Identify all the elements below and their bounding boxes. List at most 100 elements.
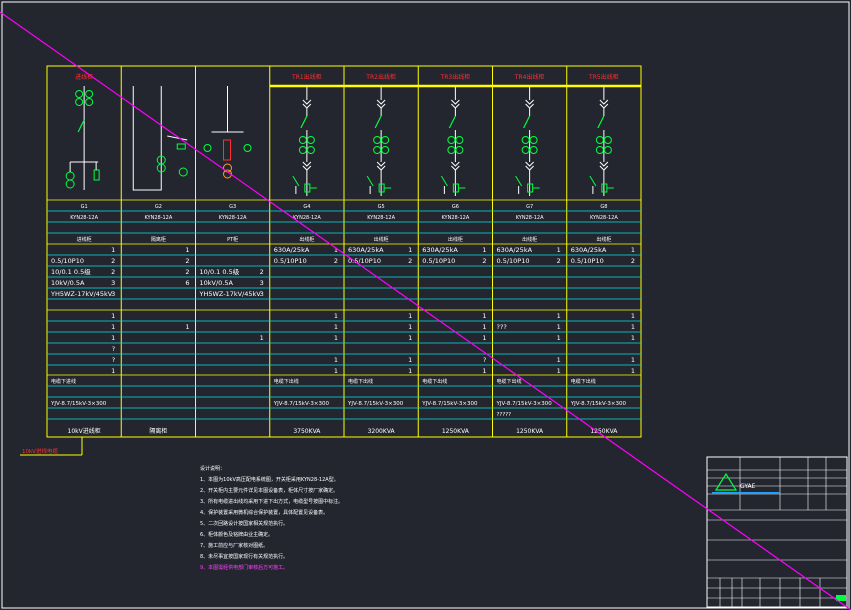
cable-type: YJV-8.7/15kV-3×300 [50,401,107,407]
diagonal-cut-line [0,11,851,610]
equipment-qty: 1 [482,312,486,320]
equipment-qty: 1 [482,246,486,254]
status-mark [836,595,846,601]
panel-schematic [203,86,252,179]
equipment-spec: 10/0.1 0.5级 [51,267,91,276]
panel-model: KYN28-12A [590,215,618,221]
equipment-spec: 0.5/10P10 [51,257,84,265]
equipment-qty: ? [112,345,115,353]
panel-code: G1 [81,204,88,210]
panel-model: KYN28-12A [441,215,469,221]
equipment-spec: 630A/25kA [348,246,384,254]
equipment-qty: 1 [631,356,635,364]
panel-model: KYN28-12A [367,215,395,221]
panel-code: G6 [452,204,459,210]
panel-remark: ????? [497,412,512,418]
equipment-qty: 1 [111,323,115,331]
cable-entry: 电缆下出线 [497,378,522,385]
panel-header: TR5出线柜 [588,73,619,81]
earth-switch-icon [292,175,300,187]
equipment-spec: 10kV/0.5A [200,279,234,287]
cable-entry: 电缆下出线 [422,378,447,385]
equipment-qty: 3 [111,290,115,298]
panel-load: 3200KVA [368,428,396,435]
panel-model: KYN28-12A [516,215,544,221]
cable-type: YJV-8.7/15kV-3×300 [347,401,404,407]
cable-type: YJV-8.7/15kV-3×300 [421,401,478,407]
equipment-qty: 1 [408,367,412,375]
panel-schematic [132,86,188,191]
title-block: GYAE [706,456,848,608]
equipment-qty: 2 [557,257,561,265]
fuse-icon [223,139,231,161]
equipment-qty: 1 [185,246,189,254]
panel-header: TR4出线柜 [514,73,545,81]
circuit-breaker-icon [77,119,85,133]
current-transformer-icon [306,136,315,144]
current-transformer-icon [603,136,612,144]
panel-name: 进线柜 [77,236,92,243]
cable-type: YJV-8.7/15kV-3×300 [570,401,627,407]
equipment-qty: ? [483,356,486,364]
note-line: 3、所有电缆进出线均采用下进下出方式，电缆型号按图中标注。 [200,498,343,505]
panel-schematic [292,86,317,196]
panel-code: G3 [229,204,236,210]
equipment-qty: 1 [631,323,635,331]
cable-type: YJV-8.7/15kV-3×300 [496,401,553,407]
incoming-cable-label: 10kV进线电缆 [20,437,83,456]
panel-name: 出线柜 [299,236,314,243]
equipment-spec: ??? [497,323,507,331]
surge-arrester-icon [93,169,100,181]
current-transformer-icon [85,90,94,98]
panel-schematic [440,86,466,196]
current-transformer-icon [529,146,538,154]
note-line: 7、施工前应与厂家核对图纸。 [200,542,268,549]
equipment-qty: 1 [557,334,561,342]
circuit-breaker-icon [523,115,531,129]
equipment-spec: 0.5/10P10 [497,257,530,265]
voltage-transformer-icon [65,179,75,189]
equipment-qty: 2 [408,257,412,265]
current-transformer-icon [298,146,307,154]
current-transformer-icon [595,136,604,144]
panel-code: G4 [303,204,310,210]
panel-code: G5 [378,204,385,210]
current-transformer-icon [85,98,94,106]
equipment-qty: 1 [408,356,412,364]
note-line: 6、柜体颜色及铭牌由业主确定。 [200,531,273,538]
equipment-qty: 1 [631,334,635,342]
equipment-spec: 630A/25kA [497,246,533,254]
note-line: 9、本图需经供电部门审核后方可施工。 [200,564,288,571]
equipment-qty: 1 [631,246,635,254]
equipment-qty: 1 [334,312,338,320]
cable-entry: 电缆下进线 [51,378,76,385]
cable-entry: 电缆下出线 [571,378,596,385]
equipment-qty: 2 [185,268,189,276]
panel-name: 出线柜 [522,236,537,243]
equipment-qty: 1 [334,356,338,364]
equipment-qty: 1 [334,367,338,375]
equipment-qty: 1 [482,323,486,331]
panel-header: TR2出线柜 [365,73,396,81]
current-transformer-icon [455,146,464,154]
note-line: 4、保护装置采用微机综合保护装置，具体配置见设备表。 [200,509,328,516]
panel-model: KYN28-12A [144,215,172,221]
panel-model: KYN28-12A [293,215,321,221]
equipment-qty: 1 [408,246,412,254]
panel-header: TR3出线柜 [440,73,471,81]
circuit-breaker-icon [597,115,605,129]
current-transformer-icon [447,136,456,144]
panel-header: 进线柜 [75,73,93,81]
current-transformer-icon [298,136,307,144]
panel-name: 出线柜 [374,236,389,243]
equipment-spec: 0.5/10P10 [348,257,381,265]
panel-name: 出线柜 [596,236,611,243]
panel-schematic [65,86,100,190]
equipment-spec: YH5WZ-17kV/45kV [50,290,113,298]
current-transformer-icon [373,146,382,154]
equipment-qty: 1 [111,367,115,375]
note-line: 1、本图为10kV高压配电系统图，开关柜采用KYN28-12A型。 [200,476,339,483]
